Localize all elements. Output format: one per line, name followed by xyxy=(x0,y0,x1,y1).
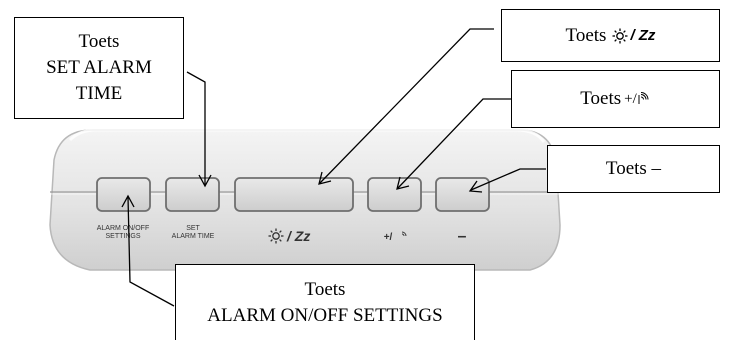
callout-alarm-onoff-line2: ALARM ON/OFF SETTINGS xyxy=(207,304,443,326)
callout-set-alarm-time: Toets SET ALARM TIME xyxy=(14,17,184,119)
callout-set-alarm-time-line2: SET ALARM xyxy=(46,57,152,78)
callout-light-snooze: Toets / Zz xyxy=(501,9,720,62)
device-label-plus: +/ xyxy=(384,231,407,243)
sun-zz-glyph: / Zz xyxy=(612,23,655,49)
callout-minus-text: Toets – xyxy=(605,158,662,179)
sun-icon xyxy=(268,228,284,244)
device-label-set-2: ALARM TIME xyxy=(172,233,215,240)
arrowhead-set-alarm-time xyxy=(198,174,212,188)
leader-light-snooze xyxy=(319,28,494,184)
device-label-set-1: SET xyxy=(186,225,200,232)
arrowhead-alarm-onoff xyxy=(121,194,135,208)
device-label-alarm-onoff-1: ALARM ON/OFF xyxy=(97,225,150,232)
leader-plus-radio xyxy=(397,98,516,189)
leader-alarm-onoff xyxy=(127,196,175,307)
device-label-minus: – xyxy=(458,228,467,245)
arrowhead-minus xyxy=(468,180,483,193)
clock-device: ALARM ON/OFF SETTINGS SET ALARM TIME / Z… xyxy=(49,128,561,271)
leader-set-alarm-time xyxy=(186,71,206,185)
callout-minus: Toets – xyxy=(547,145,720,193)
callout-alarm-onoff-line1: Toets xyxy=(304,278,346,300)
device-label-light-snooze: / Zz xyxy=(268,228,310,244)
arrowhead-plus-radio xyxy=(396,176,410,190)
plus-radio-button[interactable] xyxy=(367,177,422,212)
device-label-alarm-onoff-2: SETTINGS xyxy=(105,233,140,240)
callout-set-alarm-time-line1: Toets xyxy=(78,31,120,52)
callout-set-alarm-time-line3: TIME xyxy=(75,83,123,104)
alarm-onoff-settings-button[interactable] xyxy=(96,177,151,212)
sun-icon xyxy=(612,28,628,43)
light-snooze-button[interactable] xyxy=(234,177,354,212)
device-top-rim xyxy=(68,128,546,143)
set-alarm-time-button[interactable] xyxy=(165,177,220,212)
leader-lines xyxy=(121,28,546,307)
radio-wave-icon xyxy=(638,92,649,104)
minus-button[interactable] xyxy=(435,177,490,212)
arrowhead-light-snooze xyxy=(318,171,332,185)
callout-alarm-onoff: Toets ALARM ON/OFF SETTINGS xyxy=(175,264,475,340)
device-label-plus-text: +/ xyxy=(384,232,393,243)
callout-plus-radio-suffix: +/ xyxy=(624,91,637,107)
callout-plus-radio-prefix: Toets xyxy=(580,88,622,109)
callout-light-snooze-prefix: Toets xyxy=(565,24,607,46)
leader-minus xyxy=(470,168,546,191)
device-label-slash-zz: / Zz xyxy=(286,228,310,244)
radio-wave-icon xyxy=(401,231,407,237)
callout-light-snooze-slash-zz: / Zz xyxy=(630,26,656,44)
callout-plus-radio: Toets +/ xyxy=(511,70,720,128)
